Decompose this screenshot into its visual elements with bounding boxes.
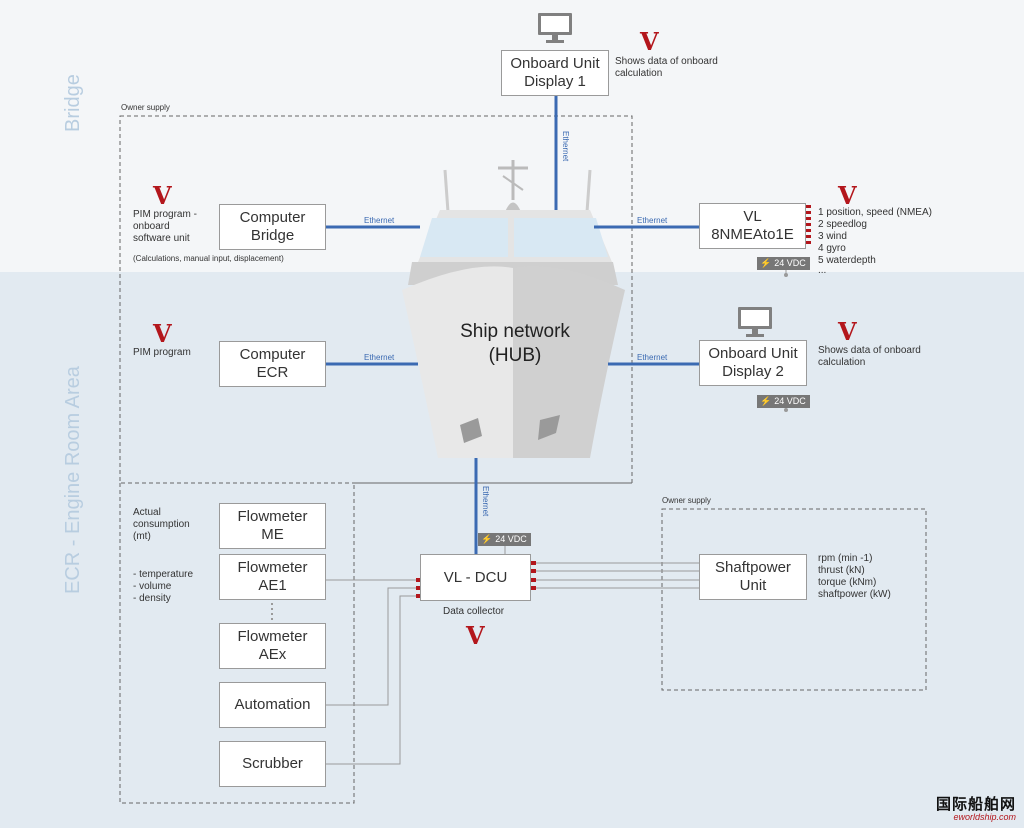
box-label: Flowmeter [237,559,308,576]
list-item: rpm (min -1) [818,553,873,564]
power-badge-nmea: ⚡24 VDC [757,257,810,270]
note-line: calculation [615,68,663,79]
logo-v-icon: V [838,181,857,210]
box-label: Bridge [250,227,295,244]
note-line: PIM program - [133,209,197,220]
data-collector-label: Data collector [443,606,505,617]
ethernet-label: Ethernet [364,216,395,225]
owner-supply-label-left: Owner supply [121,103,170,112]
note-line: Shows data of onboard [615,56,718,67]
box-label: Computer [239,209,306,226]
list-item: 5 waterdepth [818,255,876,266]
hub-title: Ship network [460,321,570,342]
ethernet-label: Ethernet [481,486,490,517]
logo-v-icon: V [838,317,857,346]
note-line: consumption [133,519,190,530]
logo-v-icon: V [153,181,172,210]
monitor-icon [538,13,572,43]
note-line: (mt) [133,531,151,542]
list-item: 3 wind [818,231,847,242]
note-line: (Calculations, manual input, displacemen… [133,254,284,263]
watermark-en: eworldship.com [953,812,1016,822]
box-label: Display 1 [524,73,586,90]
power-badge-display-2: ⚡24 VDC [757,395,810,408]
signal-wires [326,268,787,765]
scrubber[interactable]: Scrubber [219,741,326,787]
logo-v-icon: V [153,319,172,348]
list-item: 2 speedlog [818,219,867,230]
note-line: Shows data of onboard [818,345,921,356]
list-item: - temperature [133,569,194,580]
bolt-icon: ⚡ [760,396,772,406]
list-item: ... [818,265,827,276]
power-label: 24 VDC [774,258,806,268]
bolt-icon: ⚡ [760,258,772,268]
box-label: VL - DCU [443,568,508,586]
owner-supply-label-right: Owner supply [662,496,711,505]
box-label: AE1 [258,577,287,594]
note-line: onboard [133,221,170,232]
ethernet-label: Ethernet [364,353,395,362]
monitor-icon [738,307,772,337]
box-label: Shaftpower [715,559,791,576]
pim-ecr-note: PIM program [133,347,191,358]
note-line: Actual [133,507,161,518]
bolt-icon: ⚡ [481,534,493,544]
box-label: AEx [258,646,287,663]
box-label: Onboard Unit [708,345,798,362]
list-item: 4 gyro [818,243,846,254]
box-label: Scrubber [242,755,303,772]
logo-v-icon: V [640,27,659,56]
automation[interactable]: Automation [219,682,326,728]
watermark-cn: 国际船舶网 [935,795,1016,813]
power-label: 24 VDC [495,534,527,544]
ethernet-lines [325,96,699,554]
power-label: 24 VDC [774,396,806,406]
owner-supply-region-right [661,508,927,691]
list-item: - density [133,593,171,604]
zone-label-ecr: ECR - Engine Room Area [62,366,84,594]
box-label: VL [743,208,762,225]
box-label: Automation [234,696,311,713]
hub-subtitle: (HUB) [488,345,542,366]
connector-pins [416,205,811,598]
list-item: thrust (kN) [818,565,865,576]
logo-v-icon: V [466,621,485,650]
box-label: Flowmeter [237,628,308,645]
note-line: software unit [133,233,190,244]
box-label: ECR [256,364,289,381]
box-label: 8NMEAto1E [711,226,794,243]
box-label: Display 2 [722,363,784,380]
list-item: - volume [133,581,172,592]
list-item: 1 position, speed (NMEA) [818,207,932,218]
list-item: shaftpower (kW) [818,589,891,600]
zone-label-bridge: Bridge [62,74,84,132]
box-label: Onboard Unit [510,55,600,72]
ethernet-label: Ethernet [637,216,668,225]
note-line: calculation [818,357,866,368]
box-label: Flowmeter [237,508,308,525]
list-item: torque (kNm) [818,577,877,588]
watermark-logo: 国际船舶网 eworldship.com [936,793,1016,822]
ship-network-hub: Ship network (HUB) [440,320,590,368]
owner-supply-region-lower [119,482,632,804]
box-label: Unit [739,577,767,594]
power-badge-dcu: ⚡24 VDC [478,533,531,546]
ethernet-label: Ethernet [561,131,570,162]
box-label: ME [261,526,284,543]
ethernet-label: Ethernet [637,353,668,362]
box-label: Computer [239,346,306,363]
ship-illustration [402,160,625,458]
vl-dcu[interactable]: VL - DCU [420,554,531,601]
